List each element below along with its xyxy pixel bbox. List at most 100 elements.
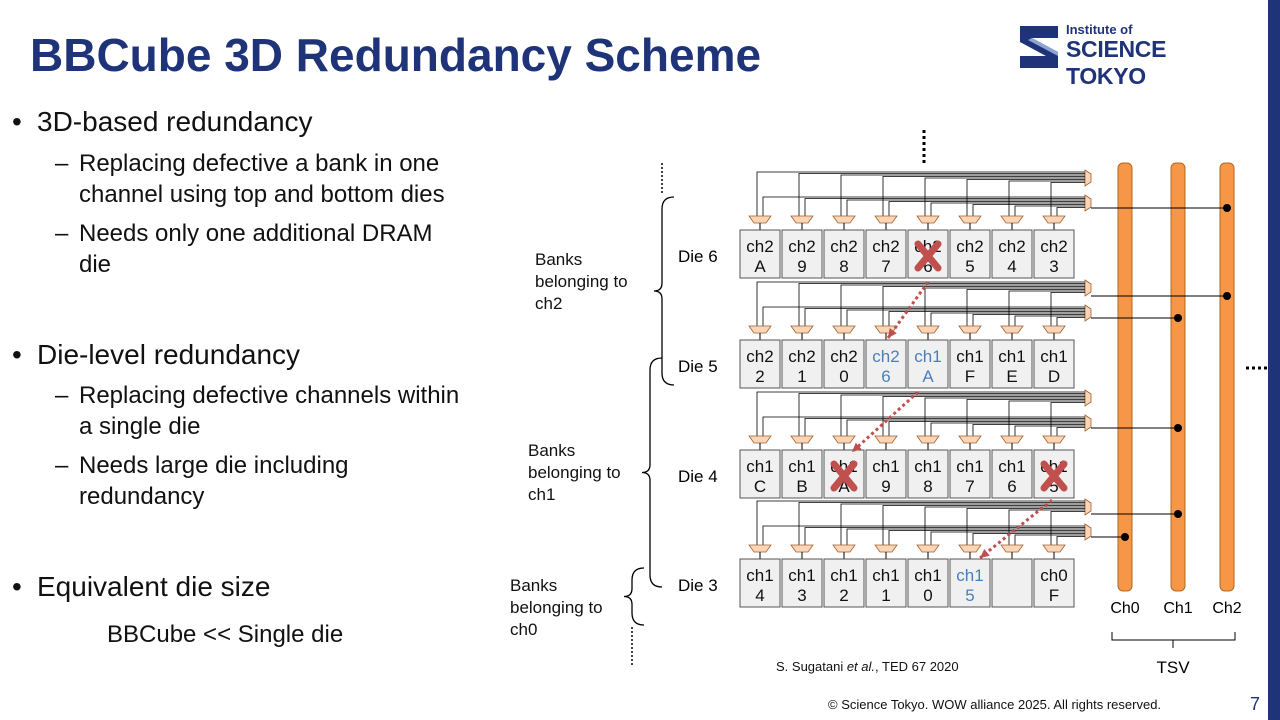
bank-cell <box>907 558 949 608</box>
bank-cell <box>949 449 991 499</box>
bank-channel: ch1 <box>998 347 1025 366</box>
defect-x-icon <box>830 460 858 492</box>
bank-channel: ch1 <box>788 566 815 585</box>
tsv-channel-label: Ch0 <box>1110 600 1139 617</box>
bus-wire <box>966 508 1085 545</box>
bank-index: 0 <box>923 586 932 605</box>
brace-ch2 <box>653 196 675 386</box>
bank-channel: ch1 <box>746 457 773 476</box>
bank-index: A <box>754 257 766 276</box>
bank-mux <box>832 544 856 553</box>
bus-wire <box>762 306 1085 326</box>
bank-mux <box>832 325 856 334</box>
bus-wire <box>972 533 1085 545</box>
bank-channel: ch1 <box>914 347 941 366</box>
bus-wire <box>846 309 1085 326</box>
bank-index: 6 <box>923 257 932 276</box>
tsv-label: TSV <box>1156 658 1190 677</box>
bank-mux <box>1042 544 1066 553</box>
bank-index: A <box>922 367 934 386</box>
bus-wire <box>1056 536 1085 545</box>
bus-wire <box>882 396 1085 436</box>
bus-wire <box>930 202 1085 216</box>
arrowhead-icon <box>852 442 862 452</box>
bank-cell <box>907 449 949 499</box>
bank-index: F <box>1049 586 1059 605</box>
mux-right <box>1084 498 1092 516</box>
bank-channel: ch1 <box>956 566 983 585</box>
bus-wire <box>966 399 1085 436</box>
bank-mux <box>1042 435 1066 444</box>
bank-channel: ch1 <box>1040 347 1067 366</box>
bus-wire <box>972 424 1085 436</box>
mux-right <box>1084 414 1092 432</box>
bus-wire <box>972 204 1085 216</box>
bank-cell <box>1033 339 1075 389</box>
citation: S. Sugatani et al., TED 67 2020 <box>776 659 959 674</box>
mux-right <box>1084 279 1092 297</box>
bus-wire <box>756 391 1085 436</box>
brace-ch1 <box>641 357 663 588</box>
defect-x-icon <box>1040 460 1068 492</box>
bus-wire <box>804 527 1085 545</box>
bank-cell <box>823 229 865 279</box>
sub-bullet: Replacing defective a bank in onechannel… <box>55 148 445 210</box>
bus-wire <box>846 528 1085 545</box>
bank-channel: ch1 <box>914 457 941 476</box>
bank-channel: ch2 <box>830 237 857 256</box>
bank-channel: ch1 <box>956 347 983 366</box>
bus-wire <box>798 393 1085 436</box>
brace-ch0 <box>623 567 645 626</box>
bank-mux <box>832 435 856 444</box>
page-number: 7 <box>1250 694 1261 714</box>
bank-channel: ch1 <box>830 566 857 585</box>
bank-mux <box>958 325 982 334</box>
bank-channel: ch2 <box>998 237 1025 256</box>
bus-wire <box>762 196 1085 216</box>
bus-wire <box>840 394 1085 436</box>
bus-wire <box>924 177 1085 216</box>
bank-index: 5 <box>965 586 974 605</box>
tsv-channel-label: Ch2 <box>1212 600 1241 617</box>
tsv-junction-dot <box>1174 424 1182 432</box>
bank-cell <box>739 449 781 499</box>
bus-wire <box>972 314 1085 326</box>
bank-cell <box>781 449 823 499</box>
bus-wire <box>756 500 1085 545</box>
bus-wire <box>930 422 1085 436</box>
bus-wire <box>1050 402 1085 436</box>
bank-channel: ch1 <box>914 566 941 585</box>
bank-mux <box>916 215 940 224</box>
bus-wire <box>1056 207 1085 216</box>
bank-index: 5 <box>1049 477 1058 496</box>
bank-mux <box>916 435 940 444</box>
die-label: Die 4 <box>678 467 718 486</box>
bank-mux <box>790 215 814 224</box>
bus-wire <box>882 176 1085 216</box>
bank-index: 8 <box>839 257 848 276</box>
tsv-junction-dot <box>1174 510 1182 518</box>
bank-index: 7 <box>965 477 974 496</box>
bank-index: C <box>754 477 766 496</box>
tsv-pillar-ch1 <box>1170 162 1186 592</box>
bank-mux <box>748 544 772 553</box>
bus-wire <box>798 283 1085 326</box>
bank-index: 6 <box>881 367 890 386</box>
bank-cell <box>991 229 1033 279</box>
bus-wire <box>1056 427 1085 436</box>
bus-wire <box>888 311 1085 326</box>
bank-cell <box>865 449 907 499</box>
bank-mux <box>916 325 940 334</box>
bank-mux <box>874 544 898 553</box>
bank-channel: ch2 <box>1040 237 1067 256</box>
bank-channel: ch1 <box>746 566 773 585</box>
mux-right <box>1084 523 1092 541</box>
tsv-junction-dot <box>1174 314 1182 322</box>
bank-cell <box>865 229 907 279</box>
bank-cell <box>1033 558 1075 608</box>
bank-channel: ch1 <box>788 457 815 476</box>
tsv-junction-dot <box>1121 533 1129 541</box>
bank-cell <box>949 229 991 279</box>
bank-channel: ch1 <box>998 457 1025 476</box>
